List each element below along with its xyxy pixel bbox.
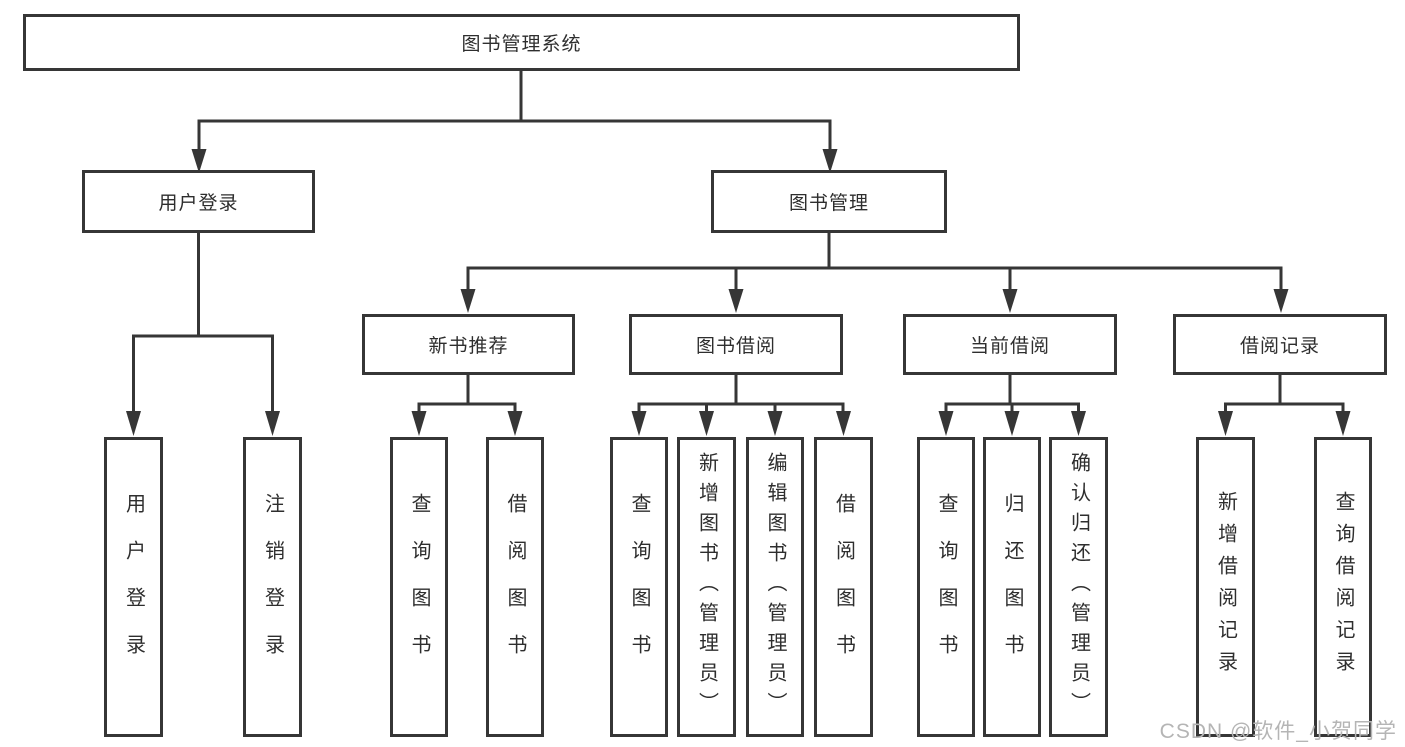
leaf-borrow-books: 借阅图书 <box>814 437 873 737</box>
node-label: 查询图书 <box>935 493 957 681</box>
leaf-logout: 注销登录 <box>243 437 302 737</box>
node-borrow-records: 借阅记录 <box>1173 314 1387 375</box>
edge-currentborrow-children <box>944 375 1080 414</box>
node-label: 图书管理系统 <box>461 34 582 55</box>
node-label: 查询图书 <box>628 493 650 681</box>
node-label: 用户登录 <box>158 193 239 214</box>
node-label: 归还图书 <box>1001 493 1023 681</box>
node-book-borrow: 图书借阅 <box>629 314 843 375</box>
leaf-confirm-return-admin: 确认归还（管理员） <box>1049 437 1108 737</box>
leaf-add-borrow-record: 新增借阅记录 <box>1196 437 1255 737</box>
edge-bookborrow-children <box>637 375 845 414</box>
leaf-user-login: 用户登录 <box>104 437 163 737</box>
node-label: 借阅图书 <box>504 493 526 681</box>
leaf-edit-book-admin: 编辑图书（管理员） <box>746 437 804 737</box>
leaf-query-books-recommend: 查询图书 <box>390 437 448 737</box>
arrow-icon <box>265 411 280 436</box>
arrow-icon <box>411 411 427 436</box>
csdn-watermark: CSDN @软件_小贺同学 <box>1159 720 1397 743</box>
node-label: 借阅图书 <box>832 493 855 681</box>
arrow-icon <box>460 289 476 313</box>
leaf-return-books: 归还图书 <box>983 437 1041 737</box>
arrow-icon <box>767 411 783 436</box>
node-label: 确认归还（管理员） <box>1067 452 1090 722</box>
node-label: 借阅记录 <box>1239 336 1320 357</box>
arrow-icon <box>1273 289 1289 313</box>
leaf-query-borrow-record: 查询借阅记录 <box>1314 437 1372 737</box>
arrow-icon <box>938 411 954 436</box>
node-label: 编辑图书（管理员） <box>764 452 786 722</box>
node-label: 图书管理 <box>788 193 869 214</box>
arrow-icon <box>836 411 851 436</box>
leaf-query-books-borrow: 查询图书 <box>610 437 668 737</box>
node-label: 注销登录 <box>261 493 284 681</box>
arrow-icon <box>1218 411 1233 436</box>
edge-userlogin-children <box>132 233 274 414</box>
arrow-icon <box>1002 289 1018 313</box>
node-user-login: 用户登录 <box>82 170 315 233</box>
arrow-icon <box>507 411 523 436</box>
arrow-icon <box>728 289 744 313</box>
arrow-icon <box>1071 411 1086 436</box>
arrow-icon <box>1335 411 1351 436</box>
node-label: 新增图书（管理员） <box>695 452 718 722</box>
edge-root-to-level2 <box>197 71 832 151</box>
node-book-management: 图书管理 <box>711 170 947 233</box>
node-label: 用户登录 <box>122 493 145 681</box>
node-label: 查询借阅记录 <box>1332 491 1354 683</box>
edge-bookmgmt-children <box>466 233 1283 292</box>
node-label: 图书借阅 <box>695 336 776 357</box>
node-label: 新增借阅记录 <box>1214 491 1237 683</box>
arrow-icon <box>126 411 141 436</box>
node-label: 查询图书 <box>408 493 430 681</box>
node-label: 当前借阅 <box>969 336 1050 357</box>
node-new-book-recommend: 新书推荐 <box>362 314 575 375</box>
arrow-icon <box>631 411 647 436</box>
arrow-icon <box>1004 411 1020 436</box>
leaf-add-book-admin: 新增图书（管理员） <box>677 437 736 737</box>
node-library-management-system: 图书管理系统 <box>23 14 1020 71</box>
arrow-icon <box>699 411 714 436</box>
edge-newbook-children <box>417 375 517 414</box>
node-current-borrow: 当前借阅 <box>903 314 1117 375</box>
leaf-borrow-books-recommend: 借阅图书 <box>486 437 544 737</box>
leaf-query-books-current: 查询图书 <box>917 437 975 737</box>
edge-borrowrecord-children <box>1224 375 1345 414</box>
node-label: 新书推荐 <box>428 336 509 357</box>
